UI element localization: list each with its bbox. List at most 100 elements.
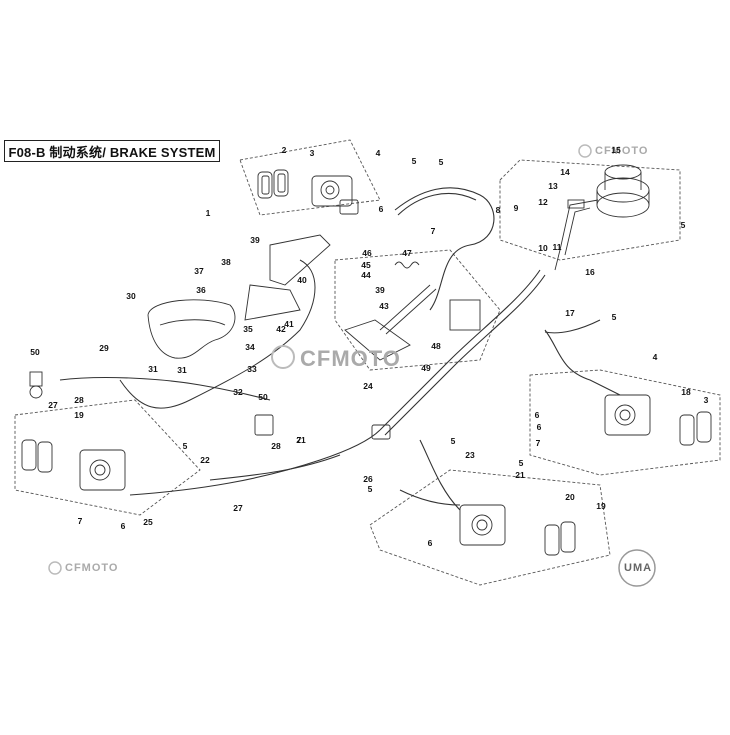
callout-number: 29 (99, 342, 109, 353)
master-cylinder-pushrod (554, 199, 599, 271)
callout-number: 22 (200, 454, 210, 465)
callout-number: 10 (538, 242, 548, 253)
cfmoto-logo-bottom-left: CFMOTO (65, 562, 119, 574)
uma-badge-text: UMA (624, 562, 653, 574)
master-cylinder-group-outline (499, 159, 681, 261)
callout-number: 5 (450, 435, 456, 446)
callout-number: 24 (363, 380, 373, 391)
callout-number: 13 (548, 180, 558, 191)
callout-number: 12 (538, 196, 548, 207)
callout-number: 27 (48, 399, 58, 410)
brake-pads-rear-right (679, 411, 712, 446)
brake-switch-left (29, 371, 43, 399)
callout-number: 8 (495, 204, 501, 215)
diagram-title: F08-B 制动系统/ BRAKE SYSTEM (4, 140, 220, 162)
callout-number: 7 (77, 515, 83, 526)
callout-number: 11 (552, 241, 562, 252)
parking-brake-cable (119, 259, 316, 409)
brake-pads-front-left (257, 169, 289, 199)
rear-right-caliper-group-outline (529, 369, 721, 476)
brake-line-rear-right (544, 319, 621, 396)
callout-number: 33 (247, 363, 257, 374)
logo-bottom-left (48, 561, 62, 575)
callout-number: 23 (465, 449, 475, 460)
master-cylinder-reservoir (596, 164, 650, 218)
callout-number: 20 (565, 491, 575, 502)
brake-line-left (59, 376, 381, 496)
console-cover (147, 299, 236, 359)
callout-number: 44 (361, 269, 371, 280)
junction-block (371, 424, 391, 440)
callout-number: 50 (258, 391, 268, 402)
callout-number: 39 (250, 234, 260, 245)
brake-line-front (394, 187, 495, 311)
callout-number: 26 (363, 473, 373, 484)
callout-number: 19 (596, 500, 606, 511)
callout-number: 4 (652, 351, 658, 362)
pedal-spring (394, 261, 420, 269)
callout-number: 6 (534, 409, 540, 420)
caliper-rear-left (459, 504, 506, 546)
callout-number: 42 (276, 323, 286, 334)
callout-number: 5 (367, 483, 373, 494)
callout-number: 5 (518, 457, 524, 468)
caliper-rear-right (604, 394, 651, 436)
callout-number: 38 (221, 256, 231, 267)
callout-number: 49 (421, 362, 431, 373)
callout-number: 6 (427, 537, 433, 548)
callout-number: 39 (375, 284, 385, 295)
front-right-caliper-group-outline (14, 399, 201, 516)
caliper-front-left (311, 175, 359, 215)
callout-number: 31 (148, 363, 158, 374)
callout-number: 5 (611, 311, 617, 322)
callout-number: 35 (243, 323, 253, 334)
callout-number: 7 (535, 437, 541, 448)
callout-number: 7 (296, 434, 302, 445)
callout-number: 25 (143, 516, 153, 527)
callout-number: 43 (379, 300, 389, 311)
callout-number: 41 (284, 318, 294, 329)
callout-number: 21 (515, 469, 525, 480)
callout-number: 46 (362, 247, 372, 258)
callout-number: 45 (361, 259, 371, 270)
callout-number: 47 (402, 247, 412, 258)
callout-number: 34 (245, 341, 255, 352)
callout-number: 9 (513, 202, 519, 213)
brake-line-main (379, 269, 546, 436)
callout-number: 16 (585, 266, 595, 277)
callout-number: 21 (296, 434, 306, 445)
caliper-front-right (79, 449, 126, 491)
uma-badge (618, 549, 656, 587)
callout-number: 3 (703, 394, 709, 405)
callout-number: 15 (611, 144, 621, 155)
cfmoto-watermark-center: CFMOTO (300, 346, 401, 371)
callout-number: 5 (411, 155, 417, 166)
cfmoto-logo-top-right: CFMOTO (595, 145, 649, 157)
callout-number: 3 (309, 147, 315, 158)
brake-pedal (344, 284, 481, 361)
callout-number: 6 (378, 203, 384, 214)
parking-brake-lever (244, 234, 331, 321)
callout-number: 5 (680, 219, 686, 230)
callout-number: 28 (74, 394, 84, 405)
logo-top-right (578, 144, 592, 158)
brake-pads-front-right (21, 439, 53, 473)
callout-number: 36 (196, 284, 206, 295)
callout-number: 5 (182, 440, 188, 451)
callout-number: 40 (297, 274, 307, 285)
callout-number: 18 (681, 386, 691, 397)
pedal-group-outline (334, 249, 501, 371)
callout-number: 17 (565, 307, 575, 318)
callout-number: 48 (431, 340, 441, 351)
callout-number: 37 (194, 265, 204, 276)
brake-line-rear-left (399, 439, 461, 511)
callout-number: 19 (74, 409, 84, 420)
callout-number: 27 (233, 502, 243, 513)
callout-number: 31 (177, 364, 187, 375)
callout-number: 5 (438, 156, 444, 167)
rear-left-caliper-group-outline (369, 469, 611, 586)
watermark-center (271, 345, 295, 369)
callout-number: 6 (536, 421, 542, 432)
